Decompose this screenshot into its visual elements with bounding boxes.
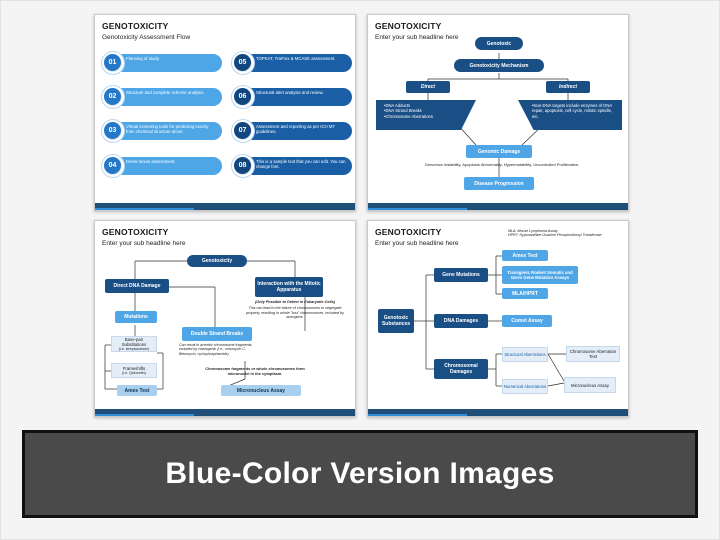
frameshifts-label: Frameshifts xyxy=(122,366,146,371)
genomic-damage-node: Genomic Damage xyxy=(466,145,532,158)
step-text: Derek nexus assessment. xyxy=(126,159,176,164)
chromosomal-damages-node: Chromosomal Damages xyxy=(434,359,488,379)
banner-title: Blue-Color Version Images xyxy=(165,457,555,490)
slide-thumbnail-4[interactable]: GENOTOXICITY Enter your sub headline her… xyxy=(367,220,629,417)
step-number: 04 xyxy=(104,157,121,174)
slide-footer-bar xyxy=(368,409,628,416)
slide-title: GENOTOXICITY xyxy=(375,21,442,31)
flow-step-5: 05 TOPKAT, TraFrex & MCASE assessment. xyxy=(232,52,352,74)
comet-assay-node: Comet Assay xyxy=(502,315,552,327)
direct-item: Chromosome Aberrations xyxy=(384,114,432,119)
step-text: Structural alert analysis and review. xyxy=(256,90,324,95)
abbreviation-mla: MLA: Mouse Lymphoma Assay xyxy=(508,229,558,233)
slide-subtitle: Enter your sub headline here xyxy=(375,34,459,41)
direct-item: DNA Strand Breaks xyxy=(384,108,433,113)
disease-progression-node: Disease Progression xyxy=(464,177,534,190)
slide-title: GENOTOXICITY xyxy=(102,227,169,237)
step-number: 08 xyxy=(234,157,251,174)
step-number: 02 xyxy=(104,88,121,105)
flow-step-6: 06 Structural alert analysis and review. xyxy=(232,86,352,108)
step-text: Virtual screening tools for predicting t… xyxy=(126,124,209,134)
base-pair-node: Base-pair Substitutions (i.e. streptozot… xyxy=(111,336,157,352)
mla-hprt-node: MLA/HPRT xyxy=(502,288,548,299)
fragments-note: Chromosome fragments or whole chromosome… xyxy=(205,366,305,376)
double-strand-breaks-node: Double Strand Breaks xyxy=(182,327,252,341)
genotoxic-node: Genotoxic xyxy=(475,37,523,50)
mechanism-node: Genotoxicity Mechanism xyxy=(454,59,544,72)
step-number: 07 xyxy=(234,122,251,139)
mitotic-apparatus-node: Interaction with the Mitotic Apparatus xyxy=(255,277,323,297)
slide-thumbnail-2[interactable]: GENOTOXICITY Enter your sub headline her… xyxy=(367,14,629,211)
ames-test-node: Ames Test xyxy=(502,250,548,261)
version-banner: Blue-Color Version Images xyxy=(22,430,698,518)
step-text: TOPKAT, TraFrex & MCASE assessment. xyxy=(256,56,336,61)
slide-footer-bar xyxy=(368,203,628,210)
connector-lines xyxy=(414,255,566,387)
frameshifts-example: (i.e. Quercetin) xyxy=(122,371,146,375)
direct-list-panel: DNA Adducts DNA Strand Breaks Chromosome… xyxy=(376,100,476,130)
frameshifts-node: Frameshifts (i.e. Quercetin) xyxy=(111,363,157,378)
gene-mutations-node: Gene Mutations xyxy=(434,268,488,282)
step-number: 05 xyxy=(234,54,251,71)
step-number: 01 xyxy=(104,54,121,71)
flow-step-2: 02 Structure and complete scheme analysi… xyxy=(102,86,222,108)
dna-damages-node: DNA Damages xyxy=(434,314,488,328)
step-number: 03 xyxy=(104,122,121,139)
chromosome-aberration-test-node: Chromosome Aberration Test xyxy=(566,346,620,362)
slide-thumbnail-3[interactable]: GENOTOXICITY Enter your sub headline her… xyxy=(94,220,356,417)
base-pair-label: Base-pair Substitutions xyxy=(121,337,147,347)
ames-test-node: Ames Test xyxy=(117,385,157,396)
indirect-list-panel: Non-DNA targets include enzymes of DNA r… xyxy=(518,100,622,130)
mitotic-note-heading: (Only Possible to Detect in Eukaryotic C… xyxy=(255,300,335,304)
transgenic-assay-node: Transgenic Rodent Somatic and Germ Gene … xyxy=(502,266,578,284)
connector-lines xyxy=(104,260,306,390)
step-text: Planning of study. xyxy=(126,56,160,61)
slide-subtitle: Enter your sub headline here xyxy=(375,240,459,247)
indirect-item: Non-DNA targets include enzymes of DNA r… xyxy=(532,103,618,119)
slide-footer-bar xyxy=(95,409,355,416)
step-text: Structure and complete scheme analysis. xyxy=(126,90,205,95)
breaks-note: Can result in acentric chromosome fragme… xyxy=(179,343,253,356)
mutations-node: Mutations xyxy=(115,311,157,323)
flow-step-8: 08 This is a sample text that you can ed… xyxy=(232,155,352,177)
numerical-aberrations-node: Numerical Aberrations xyxy=(502,379,548,394)
genotoxic-substances-node: Genotoxic Substances xyxy=(378,309,414,333)
flow-step-3: 03 Virtual screening tools for predictin… xyxy=(102,120,222,142)
micronucleus-assay-node: Micronucleus Assay xyxy=(564,377,616,393)
step-text: Assessment and reporting as per ICH M7 g… xyxy=(256,124,335,134)
abbreviation-hprt: HPRT: Hypoxanthine Guanine Phosphoribosy… xyxy=(508,233,602,238)
genotoxicity-node: Genotoxicity xyxy=(187,255,247,267)
slide-footer-bar xyxy=(95,203,355,210)
abbreviation-notes: MLA: Mouse Lymphoma Assay HPRT: Hypoxant… xyxy=(508,229,628,238)
step-number: 06 xyxy=(234,88,251,105)
slide-title: GENOTOXICITY xyxy=(375,227,442,237)
micronucleus-assay-node: Micronucleus Assay xyxy=(221,385,301,396)
direct-item: DNA Adducts xyxy=(384,103,433,108)
slide-thumbnail-1[interactable]: GENOTOXICITY Genotoxicity Assessment Flo… xyxy=(94,14,356,211)
slide-subtitle: Enter your sub headline here xyxy=(102,240,186,247)
flow-step-1: 01 Planning of study. xyxy=(102,52,222,74)
direct-node: Direct xyxy=(406,81,450,93)
mitotic-note: This can lead to the failure of chromoso… xyxy=(246,306,344,320)
slide-subtitle: Genotoxicity Assessment Flow xyxy=(102,34,191,41)
flow-step-4: 04 Derek nexus assessment. xyxy=(102,155,222,177)
base-pair-example: (i.e. streptozotocin) xyxy=(118,347,150,351)
direct-dna-damage-node: Direct DNA Damage xyxy=(105,279,169,293)
step-text: This is a sample text that you can edit.… xyxy=(256,159,346,169)
slide-title: GENOTOXICITY xyxy=(102,21,169,31)
consequences-text: Genomics Instability, Apoptosis Abnormal… xyxy=(424,162,580,167)
flow-step-7: 07 Assessment and reporting as per ICH M… xyxy=(232,120,352,142)
indirect-node: Indirect xyxy=(546,81,590,93)
structural-aberrations-node: Structural Aberrations xyxy=(502,347,548,362)
